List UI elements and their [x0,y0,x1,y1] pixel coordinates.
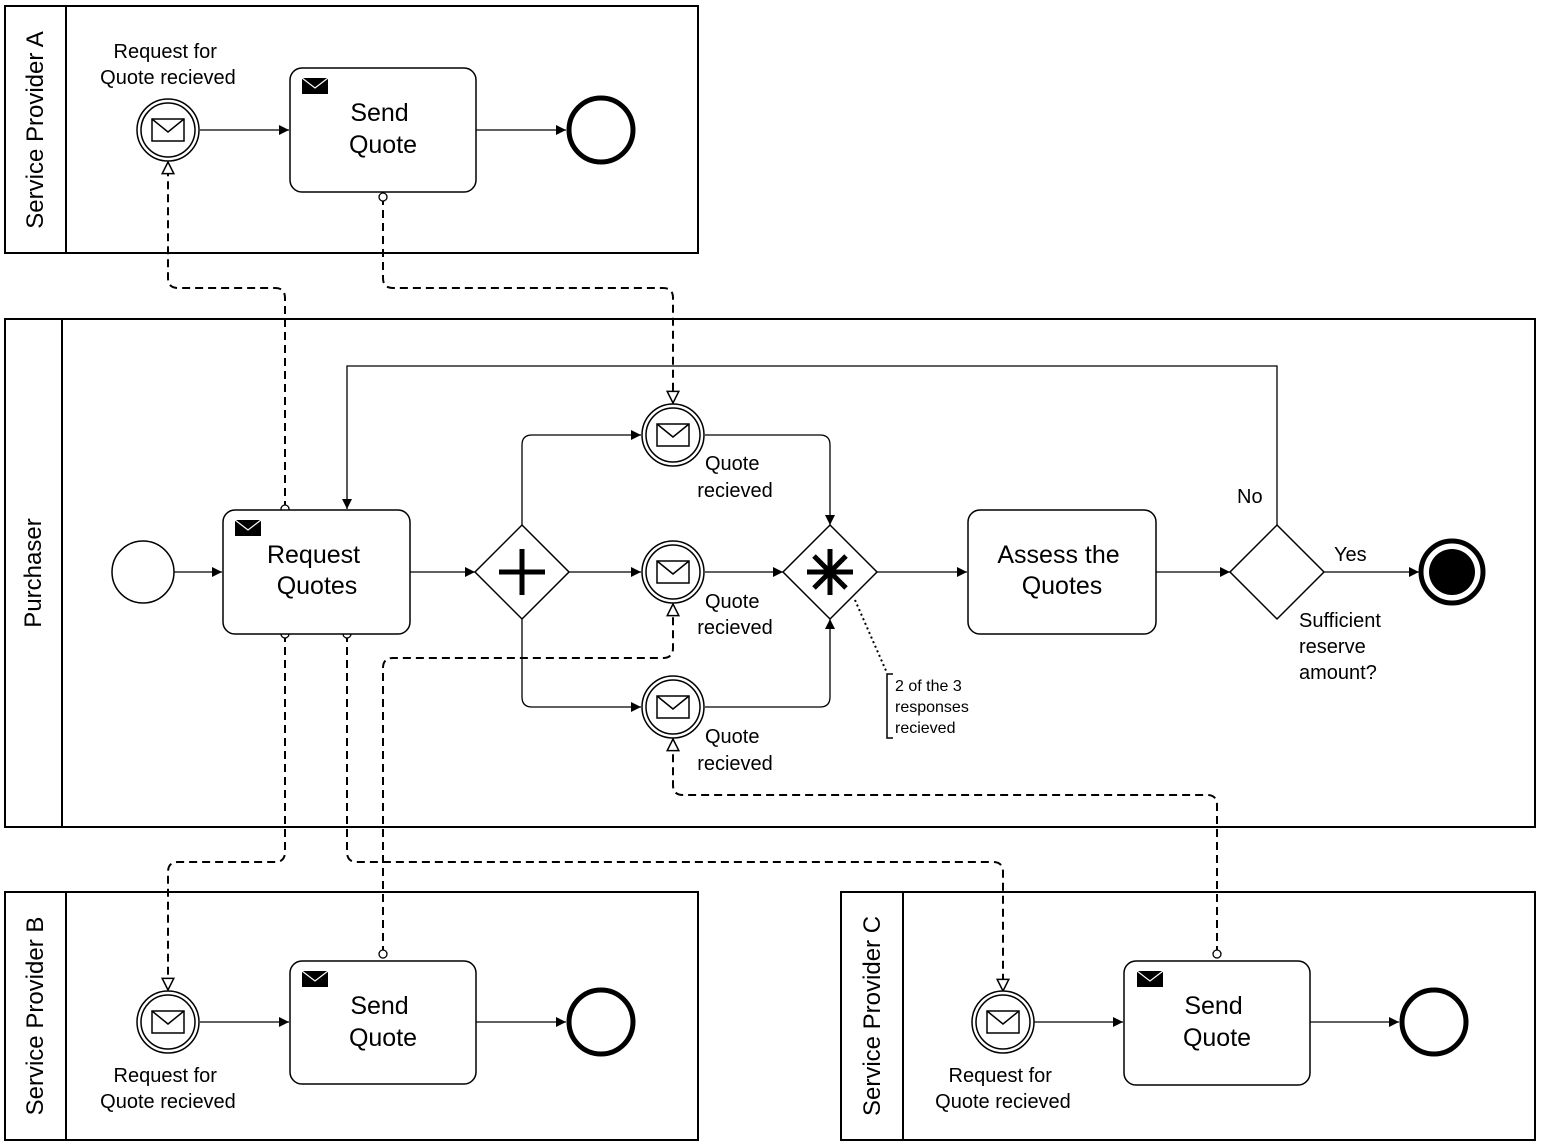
pool-label: Purchaser [20,518,47,627]
pool-label: Service Provider A [22,31,49,228]
quote-received-event-bottom[interactable] [641,675,705,739]
message-flows [168,162,1217,991]
decision-label: Sufficient reserve amount? [1299,610,1386,684]
purchaser-end-event[interactable] [1418,538,1486,606]
quote-received-event-middle[interactable] [641,540,705,604]
branch-no-label: No [1237,486,1263,508]
task-label: Send Quote [349,992,417,1052]
envelope-icon [656,560,690,584]
quote-received-label-top: Quote recieved [697,453,773,502]
provider-c-end-event[interactable] [1399,987,1469,1057]
provider-a-start-event[interactable] [136,98,200,162]
send-message-icon [1136,970,1164,988]
envelope-icon [151,118,185,142]
request-quotes-task[interactable]: Request Quotes [222,509,411,635]
quote-received-label-bottom: Quote recieved [697,726,773,775]
task-label: Request Quotes [267,541,367,600]
provider-a-end-event[interactable] [566,95,636,165]
send-message-icon [234,519,262,537]
complex-gateway[interactable] [781,523,879,621]
provider-c-start-event[interactable] [971,990,1035,1054]
provider-b-end-event[interactable] [566,987,636,1057]
parallel-gateway[interactable] [473,523,571,621]
pool-label: Service Provider C [859,916,886,1116]
task-label: Assess the Quotes [997,541,1126,600]
provider-a-send-quote-task[interactable]: Send Quote [289,67,477,193]
complex-gateway-annotation: 2 of the 3 responses recieved [854,599,973,739]
envelope-icon [986,1010,1020,1034]
provider-a-start-label: Request for Quote recieved [100,41,236,89]
send-message-icon [301,77,329,95]
quote-received-event-top[interactable] [641,403,705,467]
envelope-icon [151,1010,185,1034]
provider-c-start-label: Request for Quote recieved [935,1065,1071,1113]
quote-received-label-middle: Quote recieved [697,591,773,639]
provider-b-start-label: Request for Quote recieved [100,1065,236,1113]
task-label: Send Quote [1183,992,1251,1052]
pool-label: Service Provider B [22,917,49,1116]
envelope-icon [656,695,690,719]
provider-b-send-quote-task[interactable]: Send Quote [289,960,477,1085]
assess-quotes-task[interactable]: Assess the Quotes [967,509,1157,635]
provider-c-send-quote-task[interactable]: Send Quote [1123,960,1311,1086]
envelope-icon [656,423,690,447]
send-message-icon [301,970,329,988]
purchaser-start-event[interactable] [111,540,175,604]
annotation-text: 2 of the 3 responses recieved [895,678,973,737]
branch-yes-label: Yes [1334,544,1367,566]
provider-b-start-event[interactable] [136,990,200,1054]
exclusive-gateway[interactable] [1228,523,1326,621]
task-label: Send Quote [349,99,417,159]
